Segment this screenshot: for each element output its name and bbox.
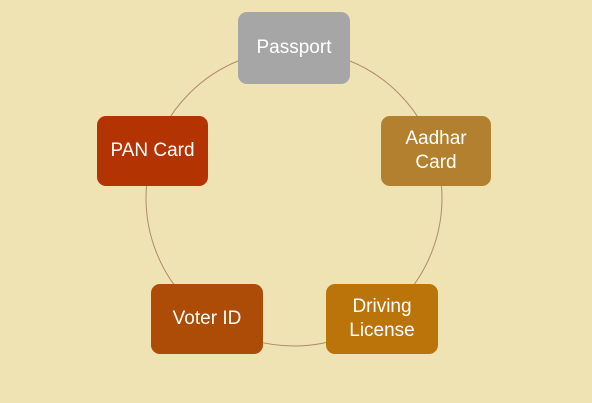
node-pan-card-label: PAN Card bbox=[110, 140, 195, 161]
node-pan-card: PAN Card bbox=[97, 116, 208, 186]
node-voter-id-label: Voter ID bbox=[172, 308, 242, 329]
node-driving-license-label: Driving License bbox=[349, 296, 415, 341]
node-passport-label: Passport bbox=[256, 37, 332, 58]
node-aadhar-card: Aadhar Card bbox=[381, 116, 491, 186]
node-driving-license: Driving License bbox=[326, 284, 438, 354]
node-passport: Passport bbox=[238, 12, 350, 84]
node-aadhar-card-label: Aadhar Card bbox=[405, 128, 467, 173]
node-voter-id: Voter ID bbox=[151, 284, 263, 354]
